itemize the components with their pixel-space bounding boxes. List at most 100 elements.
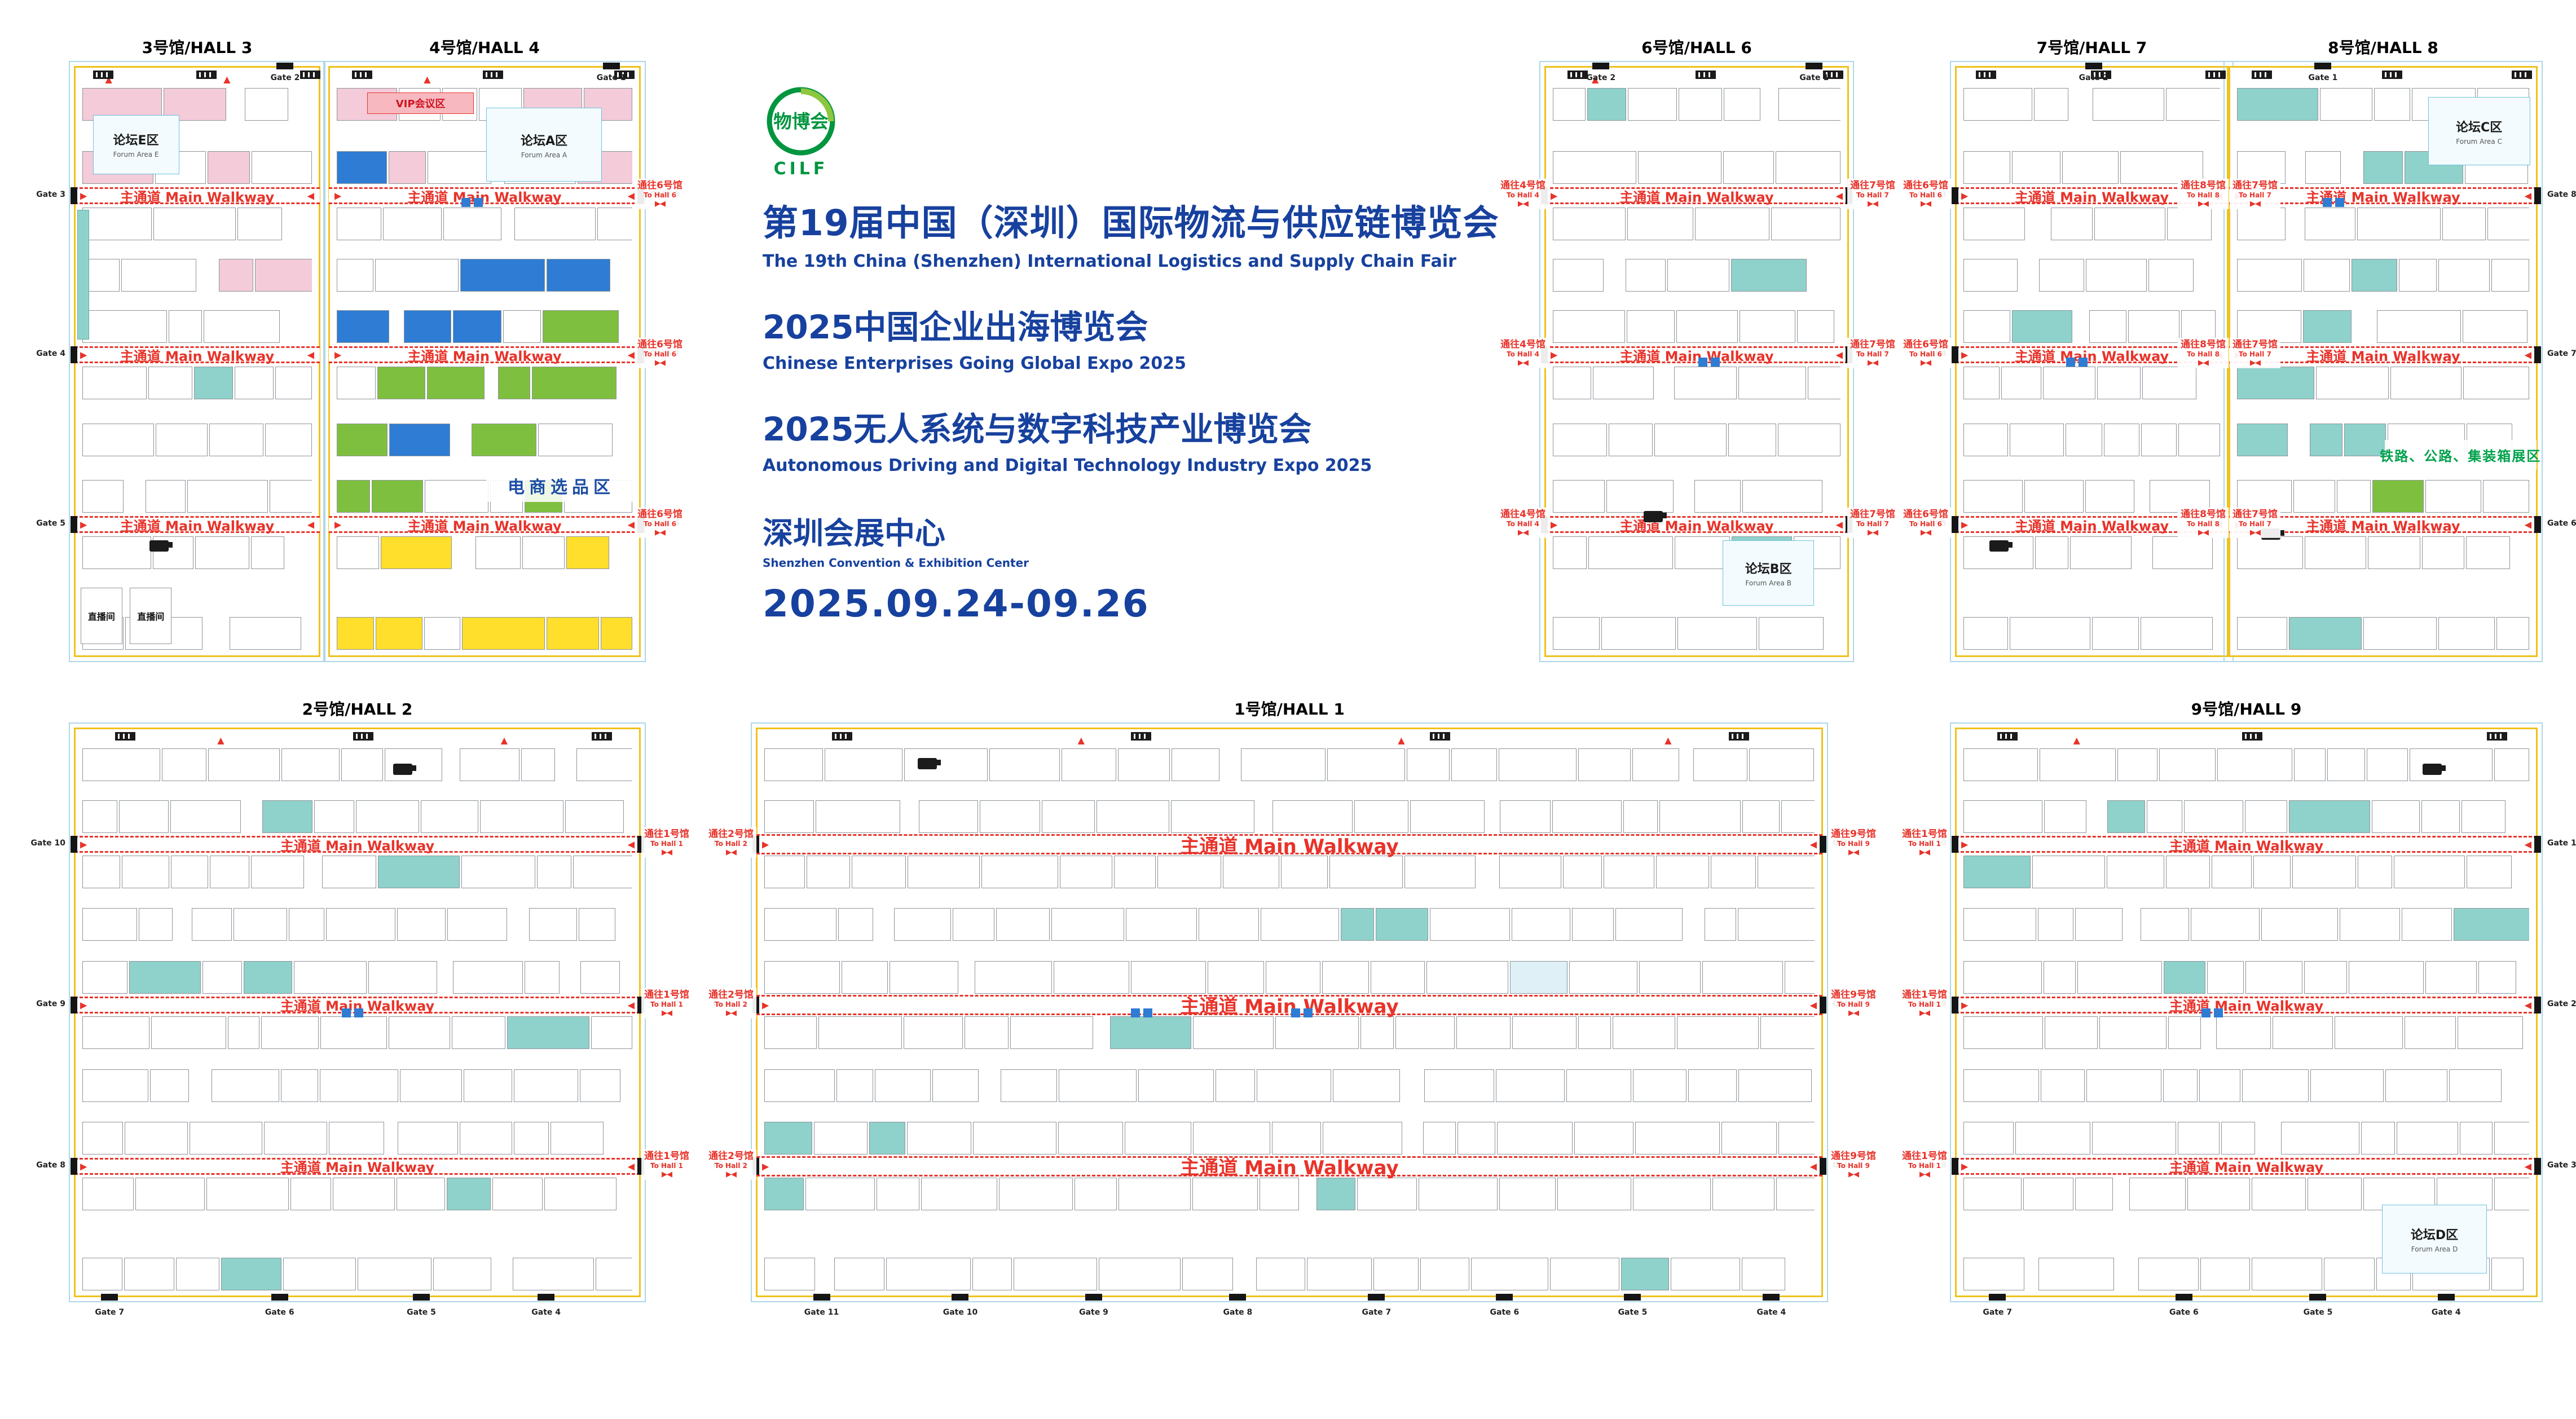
booth xyxy=(2402,908,2452,941)
booth xyxy=(262,800,312,833)
gate-icon xyxy=(1952,516,1958,534)
flow-arrow: ◀ xyxy=(1809,839,1817,850)
booth xyxy=(1553,480,1605,513)
cilf-logo-mark: 物博会 xyxy=(767,87,835,156)
dock-icon xyxy=(1567,70,1588,79)
dock-icon xyxy=(2090,70,2111,79)
booth xyxy=(378,856,460,889)
gate-label: Gate 10 xyxy=(943,1308,978,1317)
aisle xyxy=(561,961,579,994)
flow-arrow: ◀ xyxy=(2524,839,2531,850)
booth-section xyxy=(82,748,632,833)
booth xyxy=(1323,1122,1402,1155)
booth-row xyxy=(337,208,632,241)
booth xyxy=(203,310,280,343)
flow-up-arrow-icon: ▲ xyxy=(223,73,231,85)
booth xyxy=(1623,800,1658,833)
main-walkway: 主通道 Main Walkway▶◀ xyxy=(1956,836,2537,854)
booth xyxy=(1578,748,1631,782)
booth xyxy=(234,908,288,941)
booth xyxy=(1470,1257,1548,1290)
booth-row xyxy=(1553,480,1840,513)
booth-row xyxy=(1963,310,2220,343)
service-point-icon xyxy=(1291,1008,1300,1017)
booth xyxy=(337,151,387,184)
booth xyxy=(818,1016,902,1050)
booth xyxy=(2348,960,2424,994)
gate-label: Gate 1 xyxy=(2308,73,2338,82)
booth xyxy=(1702,960,1784,994)
booth xyxy=(1710,856,1756,889)
flow-arrow: ▶ xyxy=(80,519,87,530)
walkway-label: 主通道 Main Walkway xyxy=(2169,998,2324,1015)
booth xyxy=(1060,856,1112,889)
booth xyxy=(162,748,207,782)
gate-icon xyxy=(1952,836,1958,853)
booth xyxy=(1553,310,1625,343)
booth xyxy=(2032,856,2106,889)
zone-text: 电商选品区 xyxy=(507,478,615,498)
aisle xyxy=(980,1069,998,1102)
walkway-label: 主通道 Main Walkway xyxy=(407,348,562,364)
booth xyxy=(2237,480,2292,513)
transfer-arrows-icon: ▶◀ xyxy=(1919,848,1930,857)
zone-label: 电商选品区 xyxy=(486,469,636,503)
booth xyxy=(1730,259,1807,292)
booth xyxy=(1499,748,1577,782)
booth xyxy=(764,856,805,889)
service-point-icon xyxy=(461,197,470,207)
booth xyxy=(209,423,263,456)
booth xyxy=(2237,617,2287,650)
booth xyxy=(1332,1069,1400,1102)
gate-icon xyxy=(1820,996,1826,1013)
booth-row xyxy=(1963,1177,2529,1210)
walkway-label: 主通道 Main Walkway xyxy=(407,518,562,534)
walkway-label: 主通道 Main Walkway xyxy=(120,348,275,364)
aisle xyxy=(1256,800,1271,833)
gate-label: Gate 8 xyxy=(1223,1308,1253,1317)
booth xyxy=(337,208,382,241)
booth-row xyxy=(1553,423,1840,456)
booth-row xyxy=(1553,617,1840,650)
booth xyxy=(371,480,424,513)
aisle xyxy=(2287,208,2304,240)
booth-section xyxy=(1963,856,2529,994)
booth xyxy=(1635,1122,1720,1155)
booth-row xyxy=(337,310,632,343)
connector-label-cn: 通往4号馆 xyxy=(1500,179,1545,191)
booth xyxy=(1404,856,1476,889)
booth-row xyxy=(1963,1016,2529,1050)
booth xyxy=(1420,1257,1469,1290)
gate-label: Gate 7 xyxy=(1983,1308,2013,1317)
booth xyxy=(2039,748,2116,782)
flow-arrow: ◀ xyxy=(627,190,635,201)
booth xyxy=(2494,1177,2529,1210)
booth xyxy=(2237,367,2315,400)
booth xyxy=(2190,908,2260,941)
booth xyxy=(2272,1016,2333,1050)
booth xyxy=(1757,856,1815,889)
dock-icon xyxy=(300,70,320,79)
booth xyxy=(579,1069,621,1102)
booth xyxy=(1604,856,1654,889)
booth xyxy=(764,1016,817,1050)
booth xyxy=(2421,800,2460,833)
booth xyxy=(1316,1177,1356,1210)
walkway-label: 主通道 Main Walkway xyxy=(1180,995,1399,1019)
gate-icon xyxy=(2534,187,2541,205)
venue-name-en: Shenzhen Convention & Exhibition Center xyxy=(763,556,1029,570)
booth xyxy=(1627,87,1677,121)
booth xyxy=(546,259,611,292)
transfer-arrows-icon: ▶◀ xyxy=(655,358,666,367)
booth xyxy=(513,1257,594,1290)
aisle xyxy=(2019,259,2037,292)
booth xyxy=(591,1016,632,1050)
booth xyxy=(1632,748,1679,782)
booth-section xyxy=(1553,208,1840,343)
main-walkway: 主通道 Main Walkway▶◀ xyxy=(2229,187,2537,205)
